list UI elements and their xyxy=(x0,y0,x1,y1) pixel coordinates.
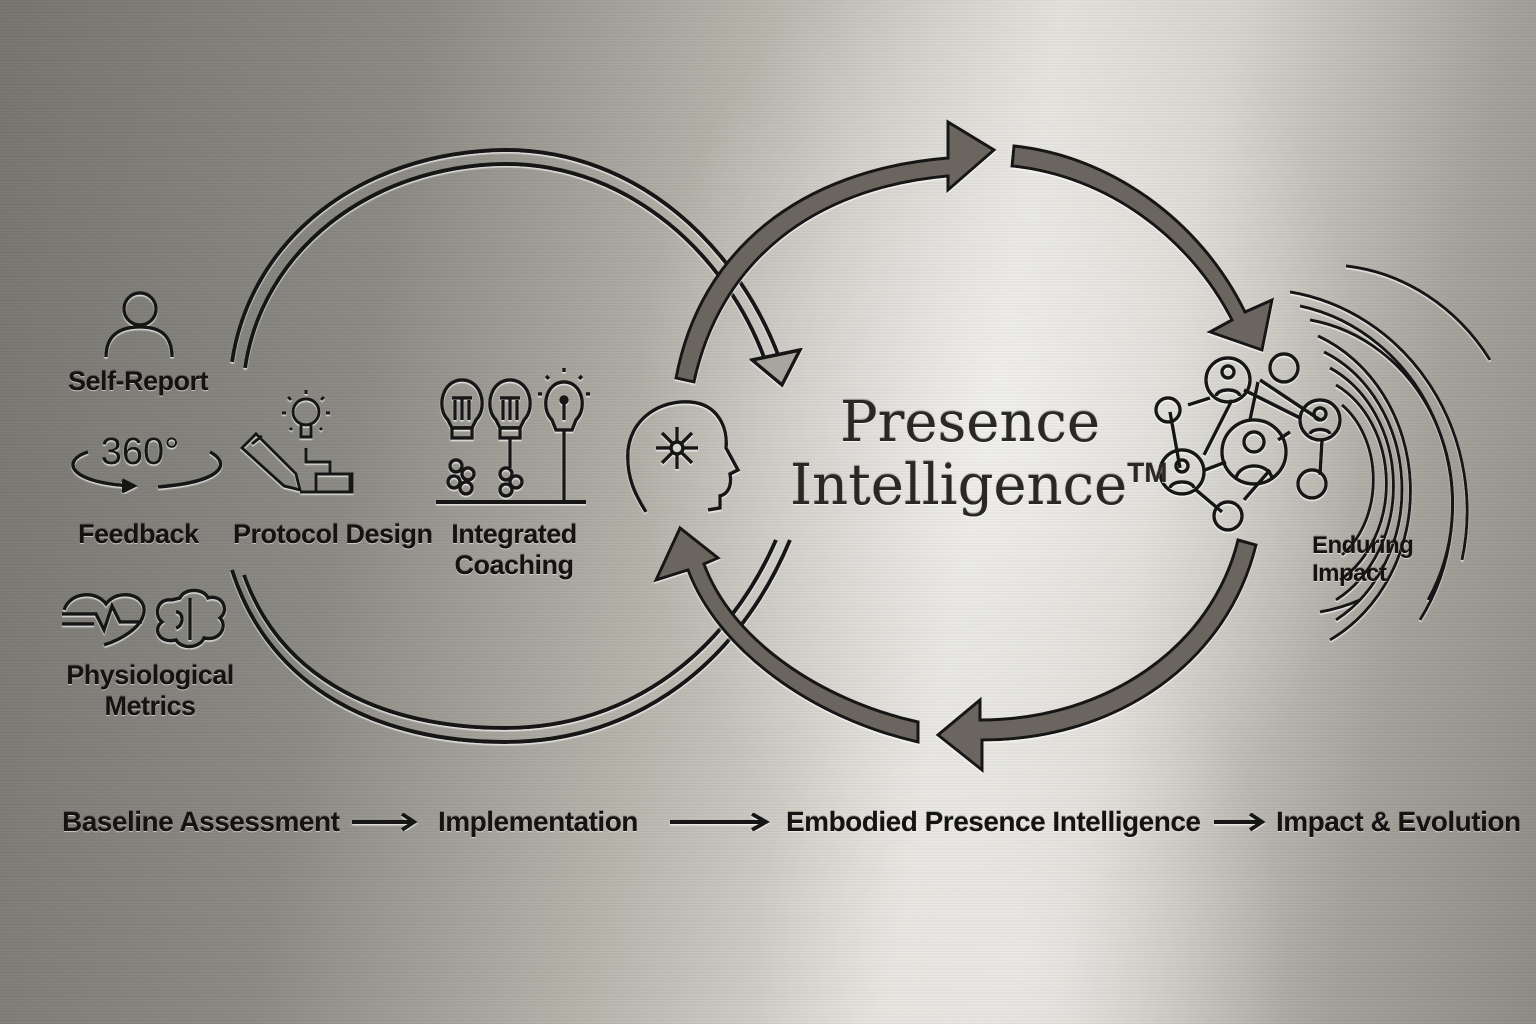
arrow-up-right xyxy=(674,119,997,384)
lightbulbs-growth-icon xyxy=(436,368,590,504)
person-icon xyxy=(104,291,174,358)
physiological-label-line2: Metrics xyxy=(104,691,196,722)
flow-step-baseline-assessment: Baseline Assessment xyxy=(62,806,340,837)
flow-step-implementation: Implementation xyxy=(438,806,638,837)
page-title: Presence IntelligenceTM xyxy=(790,390,1168,518)
title-line1: Presence xyxy=(839,390,1101,455)
flow-connector-arrows xyxy=(352,812,1266,832)
right-loop-arrows xyxy=(653,119,1275,774)
network-ripple-icon xyxy=(1154,264,1492,642)
left-loop-double-arc xyxy=(230,147,792,745)
left-loop-arrowhead xyxy=(748,347,804,388)
integrated-label-line1: Integrated xyxy=(451,519,577,549)
right-arrow-icon xyxy=(1214,812,1266,832)
arrow-bottom-left xyxy=(935,538,1258,774)
network-person-nodes xyxy=(1154,352,1342,532)
head-insight-icon xyxy=(626,400,741,513)
self-report-label: Self-Report xyxy=(68,366,209,396)
physiological-metrics-label: Physiological Metrics xyxy=(66,660,234,722)
enduring-label-line2: Impact xyxy=(1312,559,1387,587)
integrated-label-line2: Coaching xyxy=(454,550,574,581)
rotate-360-icon xyxy=(71,450,223,494)
integrated-coaching-label: Integrated Coaching xyxy=(451,519,577,581)
title-line2: IntelligenceTM xyxy=(790,452,1168,518)
protocol-design-label: Protocol Design xyxy=(233,519,433,549)
enduring-label-line1: Enduring xyxy=(1312,532,1414,559)
pencil-lightbulb-icon xyxy=(239,390,354,494)
arrow-down-right xyxy=(1010,144,1275,352)
ripple-arcs xyxy=(1289,264,1492,642)
feedback-360-badge: 360° xyxy=(101,431,180,473)
right-arrow-icon xyxy=(352,812,418,832)
flow-step-impact-evolution: Impact & Evolution xyxy=(1276,806,1521,837)
flow-step-embodied-presence-intelligence: Embodied Presence Intelligence xyxy=(786,806,1201,837)
enduring-impact-label: Enduring Impact xyxy=(1312,532,1414,587)
arrow-up-left xyxy=(653,525,920,744)
trademark-symbol: TM xyxy=(1127,456,1168,488)
title-line2-text: Intelligence xyxy=(790,452,1128,518)
right-arrow-icon xyxy=(670,812,771,832)
heartbeat-brain-icon xyxy=(62,588,227,649)
physiological-label-line1: Physiological xyxy=(66,660,234,690)
feedback-label: Feedback xyxy=(78,519,199,549)
